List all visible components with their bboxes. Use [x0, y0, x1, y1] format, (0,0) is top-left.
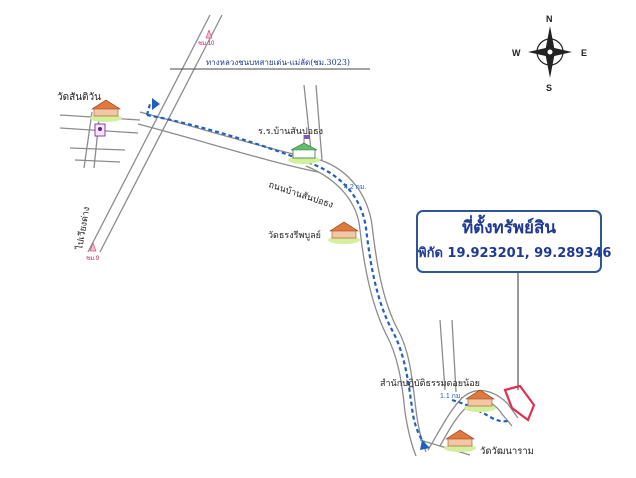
village-road-east-edge — [137, 123, 319, 173]
property-coordinates: พิกัด 19.923201, 99.289346 — [418, 246, 612, 261]
distance-short-label: 1.1 กม. — [440, 393, 463, 400]
compass-rose — [528, 26, 572, 78]
local-road-edge-b — [305, 165, 417, 457]
village-street — [83, 111, 93, 169]
temple-label-middle: วัดธรงรีพบูลย์ — [268, 229, 321, 241]
route-marker-icon — [89, 242, 97, 252]
school-icon — [288, 135, 320, 164]
retreat-north-road — [451, 319, 457, 393]
route-number-top: ชม.10 — [198, 40, 215, 47]
compass-south-label: S — [546, 83, 552, 93]
route-marker-icon — [205, 29, 213, 39]
route-arrow-start — [152, 98, 160, 110]
village-street — [69, 147, 126, 151]
compass-east-label: E — [581, 48, 587, 58]
property-callout: ที่ตั้งทรัพย์สิน พิกัด 19.923201, 99.289… — [416, 210, 612, 273]
distance-main-label: 4.2 กม. — [344, 184, 367, 191]
road-name-label: ถนนบ้านสันปอธง — [267, 179, 334, 210]
local-road-edge-a — [319, 159, 427, 453]
route-arrow-end — [420, 440, 430, 450]
retreat-north-road — [439, 319, 446, 391]
retreat-label: สำนักปฏิบัติธรรมดอยน้อย — [380, 378, 480, 389]
north-road-edge — [315, 84, 323, 161]
route-path-short — [451, 398, 511, 423]
main-road-edge-left — [87, 14, 211, 253]
village-street — [74, 159, 121, 163]
temple-icon — [464, 389, 496, 412]
main-road-edge-right — [99, 14, 223, 253]
route-number-bottom: ชม.9 — [86, 255, 100, 262]
highway-label: ทางหลวงชนบทสายเด่น-แม่ลัด(ชม.3023) — [206, 58, 350, 67]
retreat-road-edge — [427, 389, 519, 451]
temple-icon — [328, 221, 360, 244]
temple-icon — [90, 99, 122, 122]
temple-label-santiwan: วัดสันติวัน — [57, 92, 101, 103]
compass-north-label: N — [546, 14, 553, 24]
compass-west-label: W — [512, 48, 521, 58]
shrine-icon — [94, 123, 106, 137]
route-path-main — [146, 113, 427, 447]
property-title: ที่ตั้งทรัพย์สิน — [461, 218, 557, 238]
temple-icon — [444, 429, 476, 452]
school-label: ร.ร.บ้านสันปอธง — [258, 126, 323, 137]
temple-label-wattana: วัดวัฒนาราม — [480, 446, 534, 457]
direction-label: ไปเวียงด่าง — [74, 206, 93, 252]
property-parcel — [503, 384, 536, 422]
roads — [59, 14, 519, 457]
